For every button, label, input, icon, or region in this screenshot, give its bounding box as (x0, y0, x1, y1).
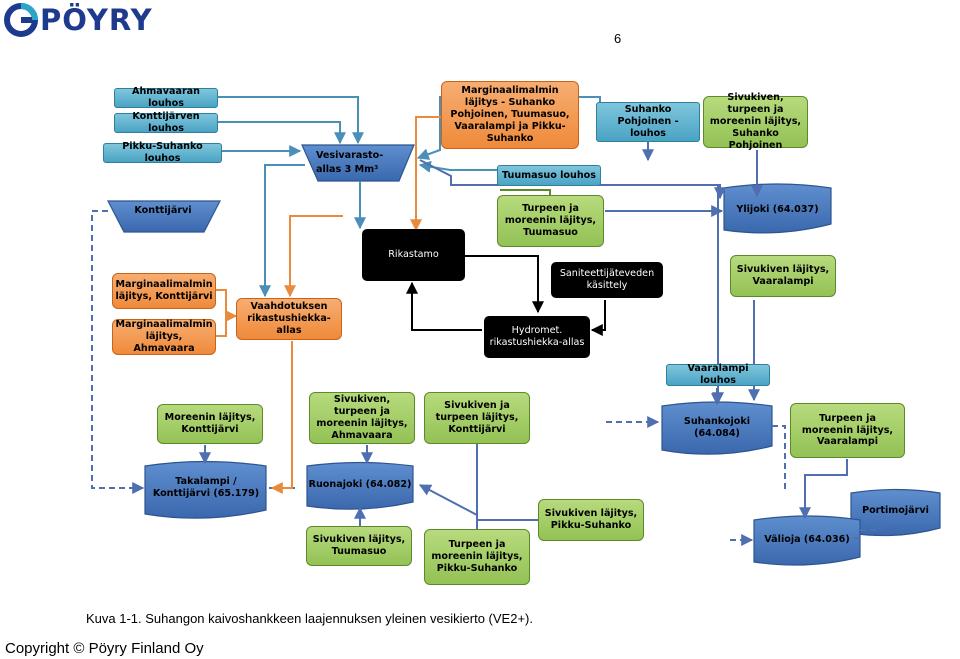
node-sivukiven-ahmavaara: Sivukiven, turpeen ja moreenin läjitys, … (309, 392, 415, 444)
node-turpeen-vaaralampi: Turpeen ja moreenin läjitys, Vaaralampi (790, 403, 905, 458)
vesivarasto-shape (301, 144, 415, 182)
label-konttijarvi: Konttijärvi (134, 205, 192, 216)
node-marginaalimalmin-konttijarvi: Marginaalimalmin läjitys, Konttijärvi (112, 273, 216, 309)
node-moreenin-konttijarvi: Moreenin läjitys, Konttijärvi (157, 404, 263, 444)
node-turpeen-pikku-suhanko: Turpeen ja moreenin läjitys, Pikku-Suhan… (424, 529, 530, 585)
node-saniteettijateveden: Saniteettijäteveden käsittely (551, 262, 663, 298)
node-vaaralampi-louhos: Vaaralampi louhos (666, 363, 770, 386)
node-hydromet-allas: Hydromet. rikastushiekka-allas (484, 316, 590, 358)
konttijarvi-lake-shape (107, 200, 221, 233)
node-konttijarven-louhos: Konttijärven louhos (114, 111, 218, 134)
takalampi-river-shape (144, 460, 267, 519)
label-valioja: Välioja (64.036) (764, 534, 850, 545)
node-tuumasuo-louhos: Tuumasuo louhos (497, 165, 601, 186)
node-sivukiven-vaaralampi: Sivukiven läjitys, Vaaralampi (730, 255, 836, 297)
ylijoki-river-shape (723, 183, 832, 234)
label-vesivarasto-line2: allas 3 Mm³ (316, 164, 379, 175)
label-suhankojoki: Suhankojoki (64.084) (683, 416, 751, 439)
logo-mark-icon (4, 3, 38, 37)
node-vaahdotuksen-allas: Vaahdotuksen rikastushiekka-allas (236, 298, 342, 340)
label-portimojarvi: Portimojärvi (862, 505, 929, 516)
node-sivukiven-suhanko-pohjoinen: Sivukiven, turpeen ja moreenin läjitys, … (703, 92, 808, 151)
node-marginaalimalmin-suhanko: Marginaalimalmin läjitys - Suhanko Pohjo… (441, 81, 579, 149)
node-ahmavaaran-louhos: Ahmavaaran louhos (114, 86, 218, 109)
node-suhanko-pohjoinen-louhos: Suhanko Pohjoinen -louhos (596, 102, 700, 142)
node-sivukiven-tuumasuo: Sivukiven läjitys, Tuumasuo (306, 526, 412, 566)
copyright-text: Copyright © Pöyry Finland Oy (5, 640, 204, 657)
node-rikastamo: Rikastamo (362, 229, 465, 281)
node-sivukiven-konttijarvi: Sivukiven ja turpeen läjitys, Konttijärv… (424, 392, 530, 444)
node-turpeen-tuumasuo: Turpeen ja moreenin läjitys, Tuumasuo (497, 195, 604, 247)
label-ruonajoki: Ruonajoki (64.082) (308, 479, 412, 490)
logo-text: PÖYRY (40, 3, 153, 37)
poyry-logo: PÖYRY (4, 3, 153, 37)
label-vesivarasto-line1: Vesivarasto- (316, 150, 384, 161)
node-marginaalimalmin-ahmavaara: Marginaalimalmin läjitys, Ahmavaara (112, 319, 216, 355)
node-pikku-suhanko-louhos: Pikku-Suhanko louhos (103, 141, 222, 164)
suhankojoki-river-shape (661, 401, 773, 455)
ruonajoki-river-shape (306, 461, 414, 510)
figure-caption: Kuva 1-1. Suhangon kaivoshankkeen laajen… (86, 611, 533, 626)
portimojarvi-river-shape (850, 488, 941, 537)
page-number: 6 (614, 31, 622, 46)
label-ylijoki: Ylijoki (64.037) (736, 204, 819, 215)
valioja-river-shape (753, 515, 861, 566)
label-takalampi: Takalampi / Konttijärvi (65.179) (152, 476, 260, 499)
node-sivukiven-pikku-suhanko: Sivukiven läjitys, Pikku-Suhanko (538, 499, 644, 541)
